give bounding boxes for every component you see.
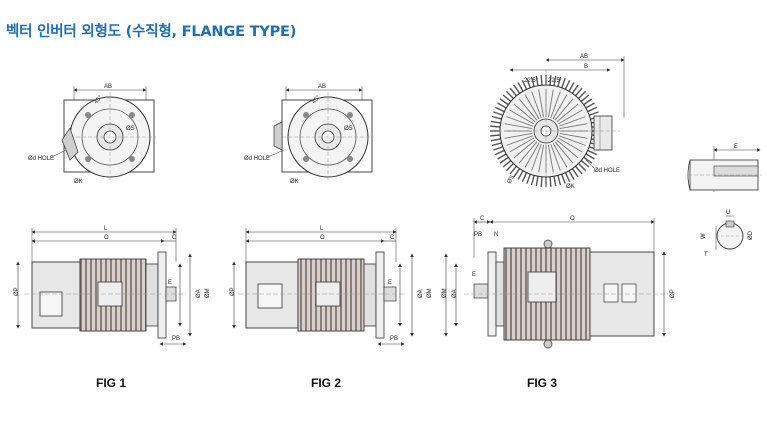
fig1-dim-AB: AB: [104, 84, 112, 90]
fig3-dim-phiM: ØM: [442, 288, 448, 298]
fig1-front-view: AB 45° ØS Ød HOLE ØK: [28, 84, 156, 185]
fig1-dim-L: L: [104, 226, 108, 232]
fig1-dim-E: E: [168, 280, 172, 286]
fig3-dim-O: O: [570, 216, 575, 222]
shaft-section-view: U W T ØD: [701, 210, 754, 258]
fig1-dim-PB: PB: [172, 336, 180, 342]
fig1-dim-phiS: ØS: [126, 126, 135, 132]
fig3-label: FIG 3: [527, 376, 558, 390]
fig2-dim-phiP: ØP: [230, 287, 236, 296]
fig1-dim-hole: Ød HOLE: [28, 156, 54, 162]
fig2-dim-phiM: ØM: [427, 288, 433, 298]
fig3-dim-hole: Ød HOLE: [594, 168, 620, 174]
fig1-dim-phiM: ØM: [205, 288, 211, 298]
fig3-dim-C: C: [480, 216, 485, 222]
fig1-dim-phiP: ØP: [14, 287, 20, 296]
fig2-front-view: AB 45° ØS Ød HOLE ØK: [244, 84, 374, 185]
fig3-dim-phiP: ØP: [670, 289, 676, 298]
fig3-front-view: AB B 22.5° 22.5° ØS ØK Ød HOLE: [490, 54, 625, 190]
fig3-dim-B: B: [584, 64, 588, 70]
shaft-dim-E: E: [734, 144, 738, 150]
fig2-dim-phiA: ØA: [418, 289, 424, 298]
fig3-side-view: C O PB N E ØM ØA ØP: [442, 216, 676, 349]
fig2-dim-phiK: ØK: [290, 179, 299, 185]
fig2-dim-C: C: [390, 235, 395, 241]
fig1-label: FIG 1: [96, 376, 127, 390]
fig2-dim-angle: 45°: [311, 94, 322, 105]
fig1-dim-phiA: ØA: [196, 289, 202, 298]
fig1-side-view: L O C ØP ØA ØM E PB: [14, 226, 211, 346]
shaft-detail-top: E: [687, 144, 762, 192]
section-dim-phiD: ØD: [748, 230, 754, 240]
fig2-dim-E: E: [388, 280, 392, 286]
fig2-dim-Q: O: [320, 235, 325, 241]
fig2-dim-L: L: [320, 226, 324, 232]
fig2-dim-phiS: ØS: [344, 126, 353, 132]
fig3-dim-E: E: [472, 272, 476, 278]
fig2-label: FIG 2: [311, 376, 342, 390]
fig3-dim-PB: PB: [474, 232, 482, 238]
fig1-dim-angle: 45°: [93, 94, 104, 105]
fig3-dim-phiA: ØA: [452, 289, 458, 298]
fig2-dim-PB: PB: [390, 336, 398, 342]
page-title: 벡터 인버터 외형도 (수직형, FLANGE TYPE): [6, 24, 297, 40]
fig1-dim-phiK: ØK: [74, 179, 83, 185]
section-dim-W: W: [701, 233, 707, 239]
fig2-dim-hole: Ød HOLE: [244, 156, 270, 162]
section-dim-T: T: [704, 252, 708, 258]
fig3-dim-phiK: ØK: [566, 184, 575, 190]
fig3-dim-angle-b: 22.5°: [548, 78, 563, 84]
fig2-dim-AB: AB: [318, 84, 326, 90]
section-dim-U: U: [726, 210, 730, 216]
fig3-dim-angle-a: 22.5°: [524, 78, 539, 84]
fig1-dim-C: C: [172, 235, 177, 241]
fig1-dim-Q: O: [104, 235, 109, 241]
fig3-dim-phiS: ØS: [507, 174, 517, 185]
fig3-dim-AB: AB: [580, 54, 588, 60]
fig2-side-view: L O C ØP ØA ØM E PB: [230, 226, 433, 346]
fig3-dim-N: N: [494, 232, 498, 238]
